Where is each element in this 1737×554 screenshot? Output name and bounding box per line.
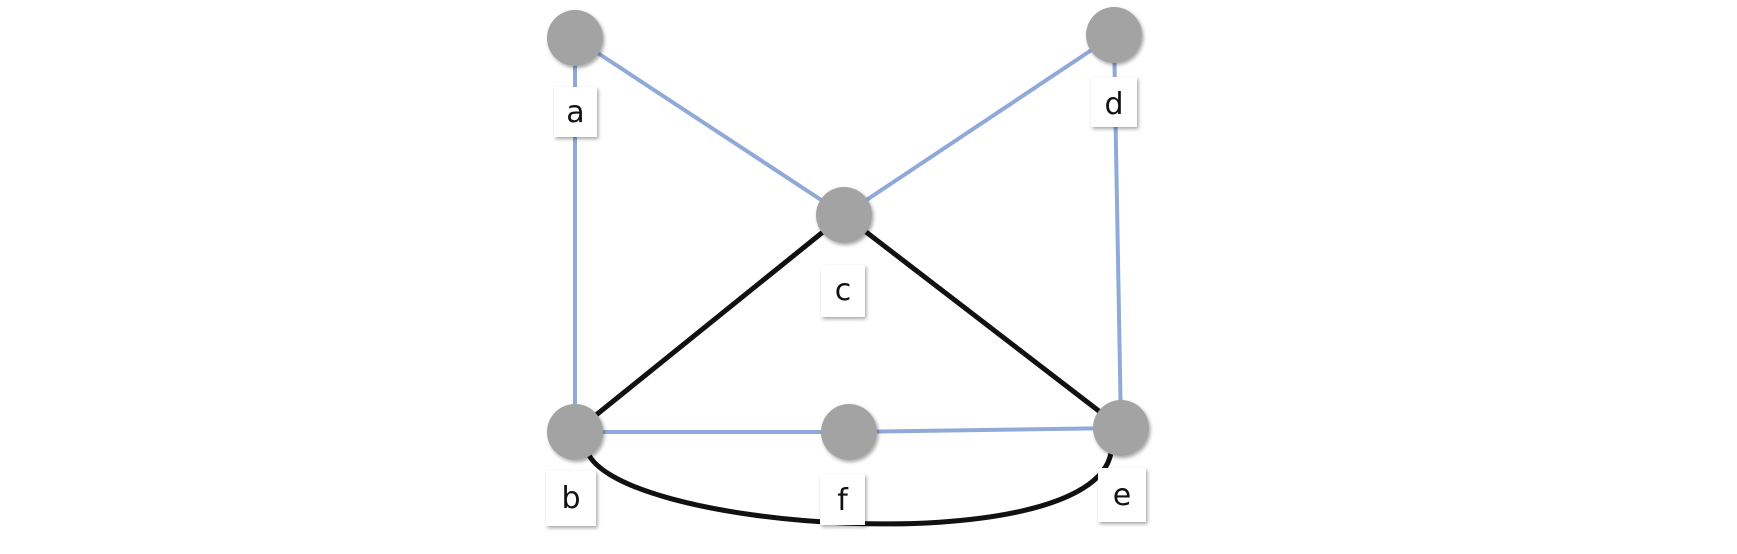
node-label-f: f xyxy=(820,474,865,525)
svg-text:c: c xyxy=(835,273,852,308)
edge-c-e xyxy=(842,213,1123,430)
svg-text:b: b xyxy=(561,481,580,516)
node-label-c: c xyxy=(821,265,865,317)
node-d xyxy=(1086,7,1142,63)
node-a xyxy=(547,10,603,66)
svg-text:d: d xyxy=(1104,87,1123,122)
node-label-e: e xyxy=(1098,468,1146,522)
svg-text:a: a xyxy=(566,95,584,130)
node-f xyxy=(821,404,877,460)
node-e xyxy=(1093,400,1149,456)
node-label-b: b xyxy=(546,471,596,526)
edge-f-e xyxy=(848,426,1122,434)
svg-text:e: e xyxy=(1113,478,1131,513)
node-c xyxy=(816,187,872,243)
edge-c-d xyxy=(842,33,1116,217)
node-b xyxy=(547,404,603,460)
node-label-a: a xyxy=(554,87,597,137)
svg-text:f: f xyxy=(837,483,849,518)
edge-a-c xyxy=(573,36,846,217)
node-label-d: d xyxy=(1091,77,1137,127)
edge-b-c xyxy=(573,213,846,434)
